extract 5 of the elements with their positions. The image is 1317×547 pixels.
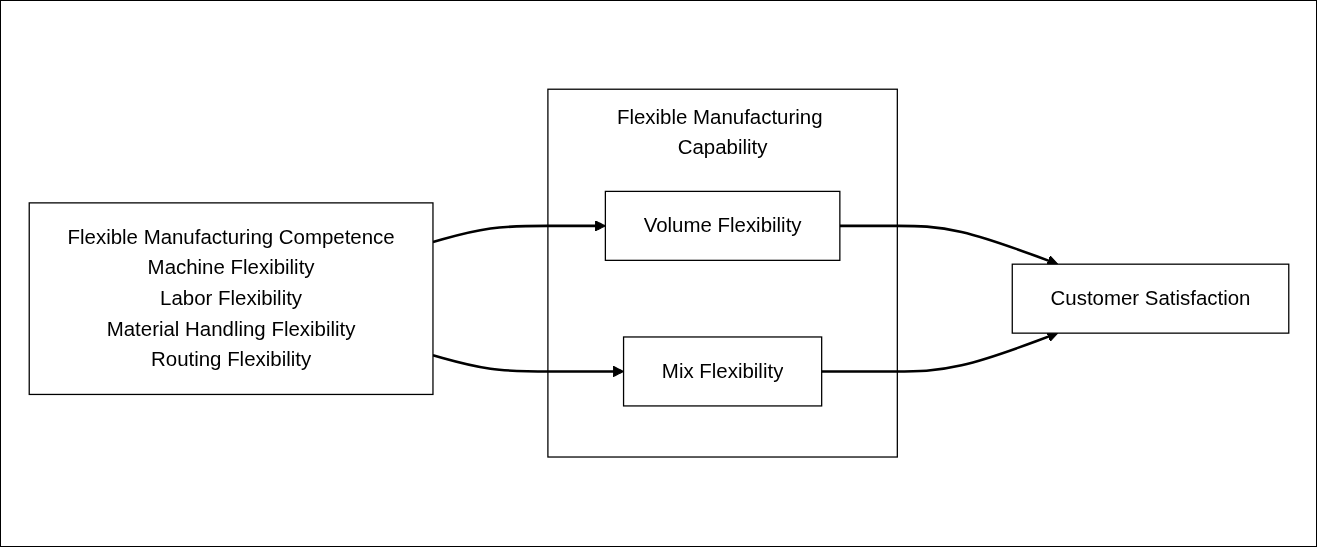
node-box: Customer Satisfaction xyxy=(1011,263,1289,335)
node-box: Volume Flexibility xyxy=(604,191,840,262)
node-box: Mix Flexibility xyxy=(622,336,822,407)
arrow xyxy=(432,354,624,378)
node-box: Flexible Manufacturing Competence Machine Flexibility Labor Flexibility Material Handling Flexibility Routing Flexibility xyxy=(28,202,434,396)
